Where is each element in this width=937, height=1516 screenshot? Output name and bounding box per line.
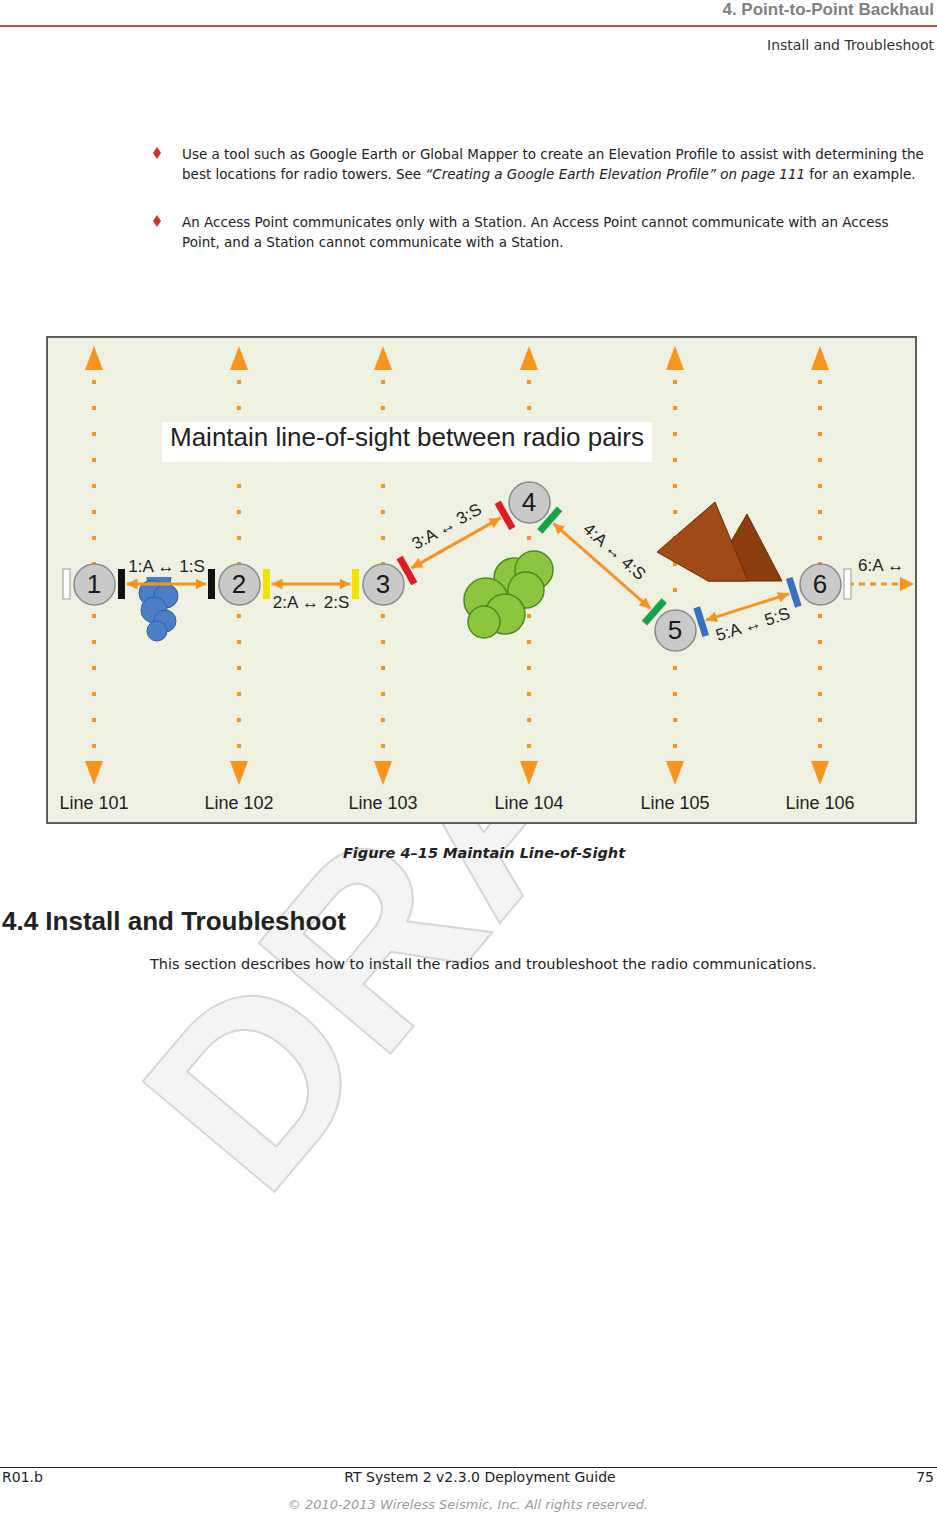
outgoing-link	[848, 583, 904, 586]
outgoing-arrow	[900, 577, 914, 591]
line-label: Line 102	[194, 793, 284, 814]
bullet-text: for an example.	[809, 166, 915, 182]
cloud-lobe	[147, 621, 167, 641]
antenna-panel	[352, 569, 359, 599]
line-arrow	[374, 761, 392, 785]
bullet-paragraph: Use a tool such as Google Earth or Globa…	[182, 144, 930, 184]
mountain	[657, 502, 748, 581]
footer-title: RT System 2 v2.3.0 Deployment Guide	[230, 1469, 730, 1485]
link-label: 1:A ↔ 1:S	[126, 557, 207, 577]
radio-node: 4	[508, 481, 551, 524]
revision: R01.b	[2, 1469, 43, 1485]
link-label: 2:A ↔ 2:S	[271, 593, 352, 613]
line-arrow	[85, 761, 103, 785]
bullet-markers	[150, 140, 170, 240]
section-heading: 4.4 Install and Troubleshoot	[2, 906, 346, 937]
bullet-diamond	[153, 147, 161, 159]
antenna-panel	[63, 569, 70, 599]
copyright: © 2010-2013 Wireless Seismic, Inc. All r…	[168, 1497, 768, 1512]
node-number: 6	[813, 569, 827, 600]
radio-node: 5	[654, 609, 697, 652]
tree-crown	[468, 606, 500, 638]
blue-obstacle	[139, 566, 178, 641]
line-arrow	[666, 346, 684, 370]
line-label: Line 105	[630, 793, 720, 814]
line-arrow	[811, 346, 829, 370]
radio-link	[127, 583, 207, 586]
line-arrow	[85, 346, 103, 370]
radio-node: 2	[218, 563, 261, 606]
antenna-panel	[208, 569, 215, 599]
bullet-diamond	[153, 215, 161, 227]
node-number: 1	[87, 569, 101, 600]
header-rule	[0, 25, 937, 27]
cross-reference: “Creating a Google Earth Elevation Profi…	[425, 166, 805, 182]
line-label: Line 101	[49, 793, 139, 814]
radio-link	[272, 583, 351, 586]
figure-panel: Maintain line-of-sight between radio pai…	[46, 336, 917, 824]
section-header: Install and Troubleshoot	[767, 37, 934, 53]
antenna-panel	[263, 569, 270, 599]
figure-illustration	[48, 338, 915, 822]
node-number: 5	[668, 615, 682, 646]
link-label: 5:A ↔ 5:S	[712, 603, 795, 646]
line-arrow	[811, 761, 829, 785]
survey-lines	[85, 346, 829, 785]
line-label: Line 103	[338, 793, 428, 814]
line-label: Line 104	[484, 793, 574, 814]
node-number: 2	[232, 569, 246, 600]
radio-node: 6	[799, 563, 842, 606]
line-arrow	[666, 761, 684, 785]
figure-caption: Figure 4–15 Maintain Line-of-Sight	[234, 845, 734, 861]
tree-cluster	[464, 551, 553, 638]
footer-rule	[0, 1467, 937, 1468]
line-arrow	[230, 761, 248, 785]
bullet-text: An Access Point communicates only with a…	[182, 212, 930, 252]
running-header: 4. Point-to-Point Backhaul	[722, 0, 934, 20]
antenna-panel	[118, 569, 125, 599]
line-arrow	[230, 346, 248, 370]
antenna-panel	[844, 569, 851, 599]
line-label: Line 106	[775, 793, 865, 814]
line-arrow	[520, 761, 538, 785]
body-text: This section describes how to install th…	[150, 956, 932, 972]
radio-node: 3	[362, 563, 405, 606]
node-number: 4	[522, 487, 536, 518]
figure-title: Maintain line-of-sight between radio pai…	[162, 422, 652, 462]
line-arrow	[374, 346, 392, 370]
page-number: 75	[916, 1469, 934, 1485]
connector-layer	[48, 338, 915, 822]
link-label: 6:A ↔	[858, 556, 904, 576]
node-number: 3	[376, 569, 390, 600]
radio-node: 1	[73, 563, 116, 606]
survey-line	[673, 380, 677, 758]
line-arrow	[520, 346, 538, 370]
